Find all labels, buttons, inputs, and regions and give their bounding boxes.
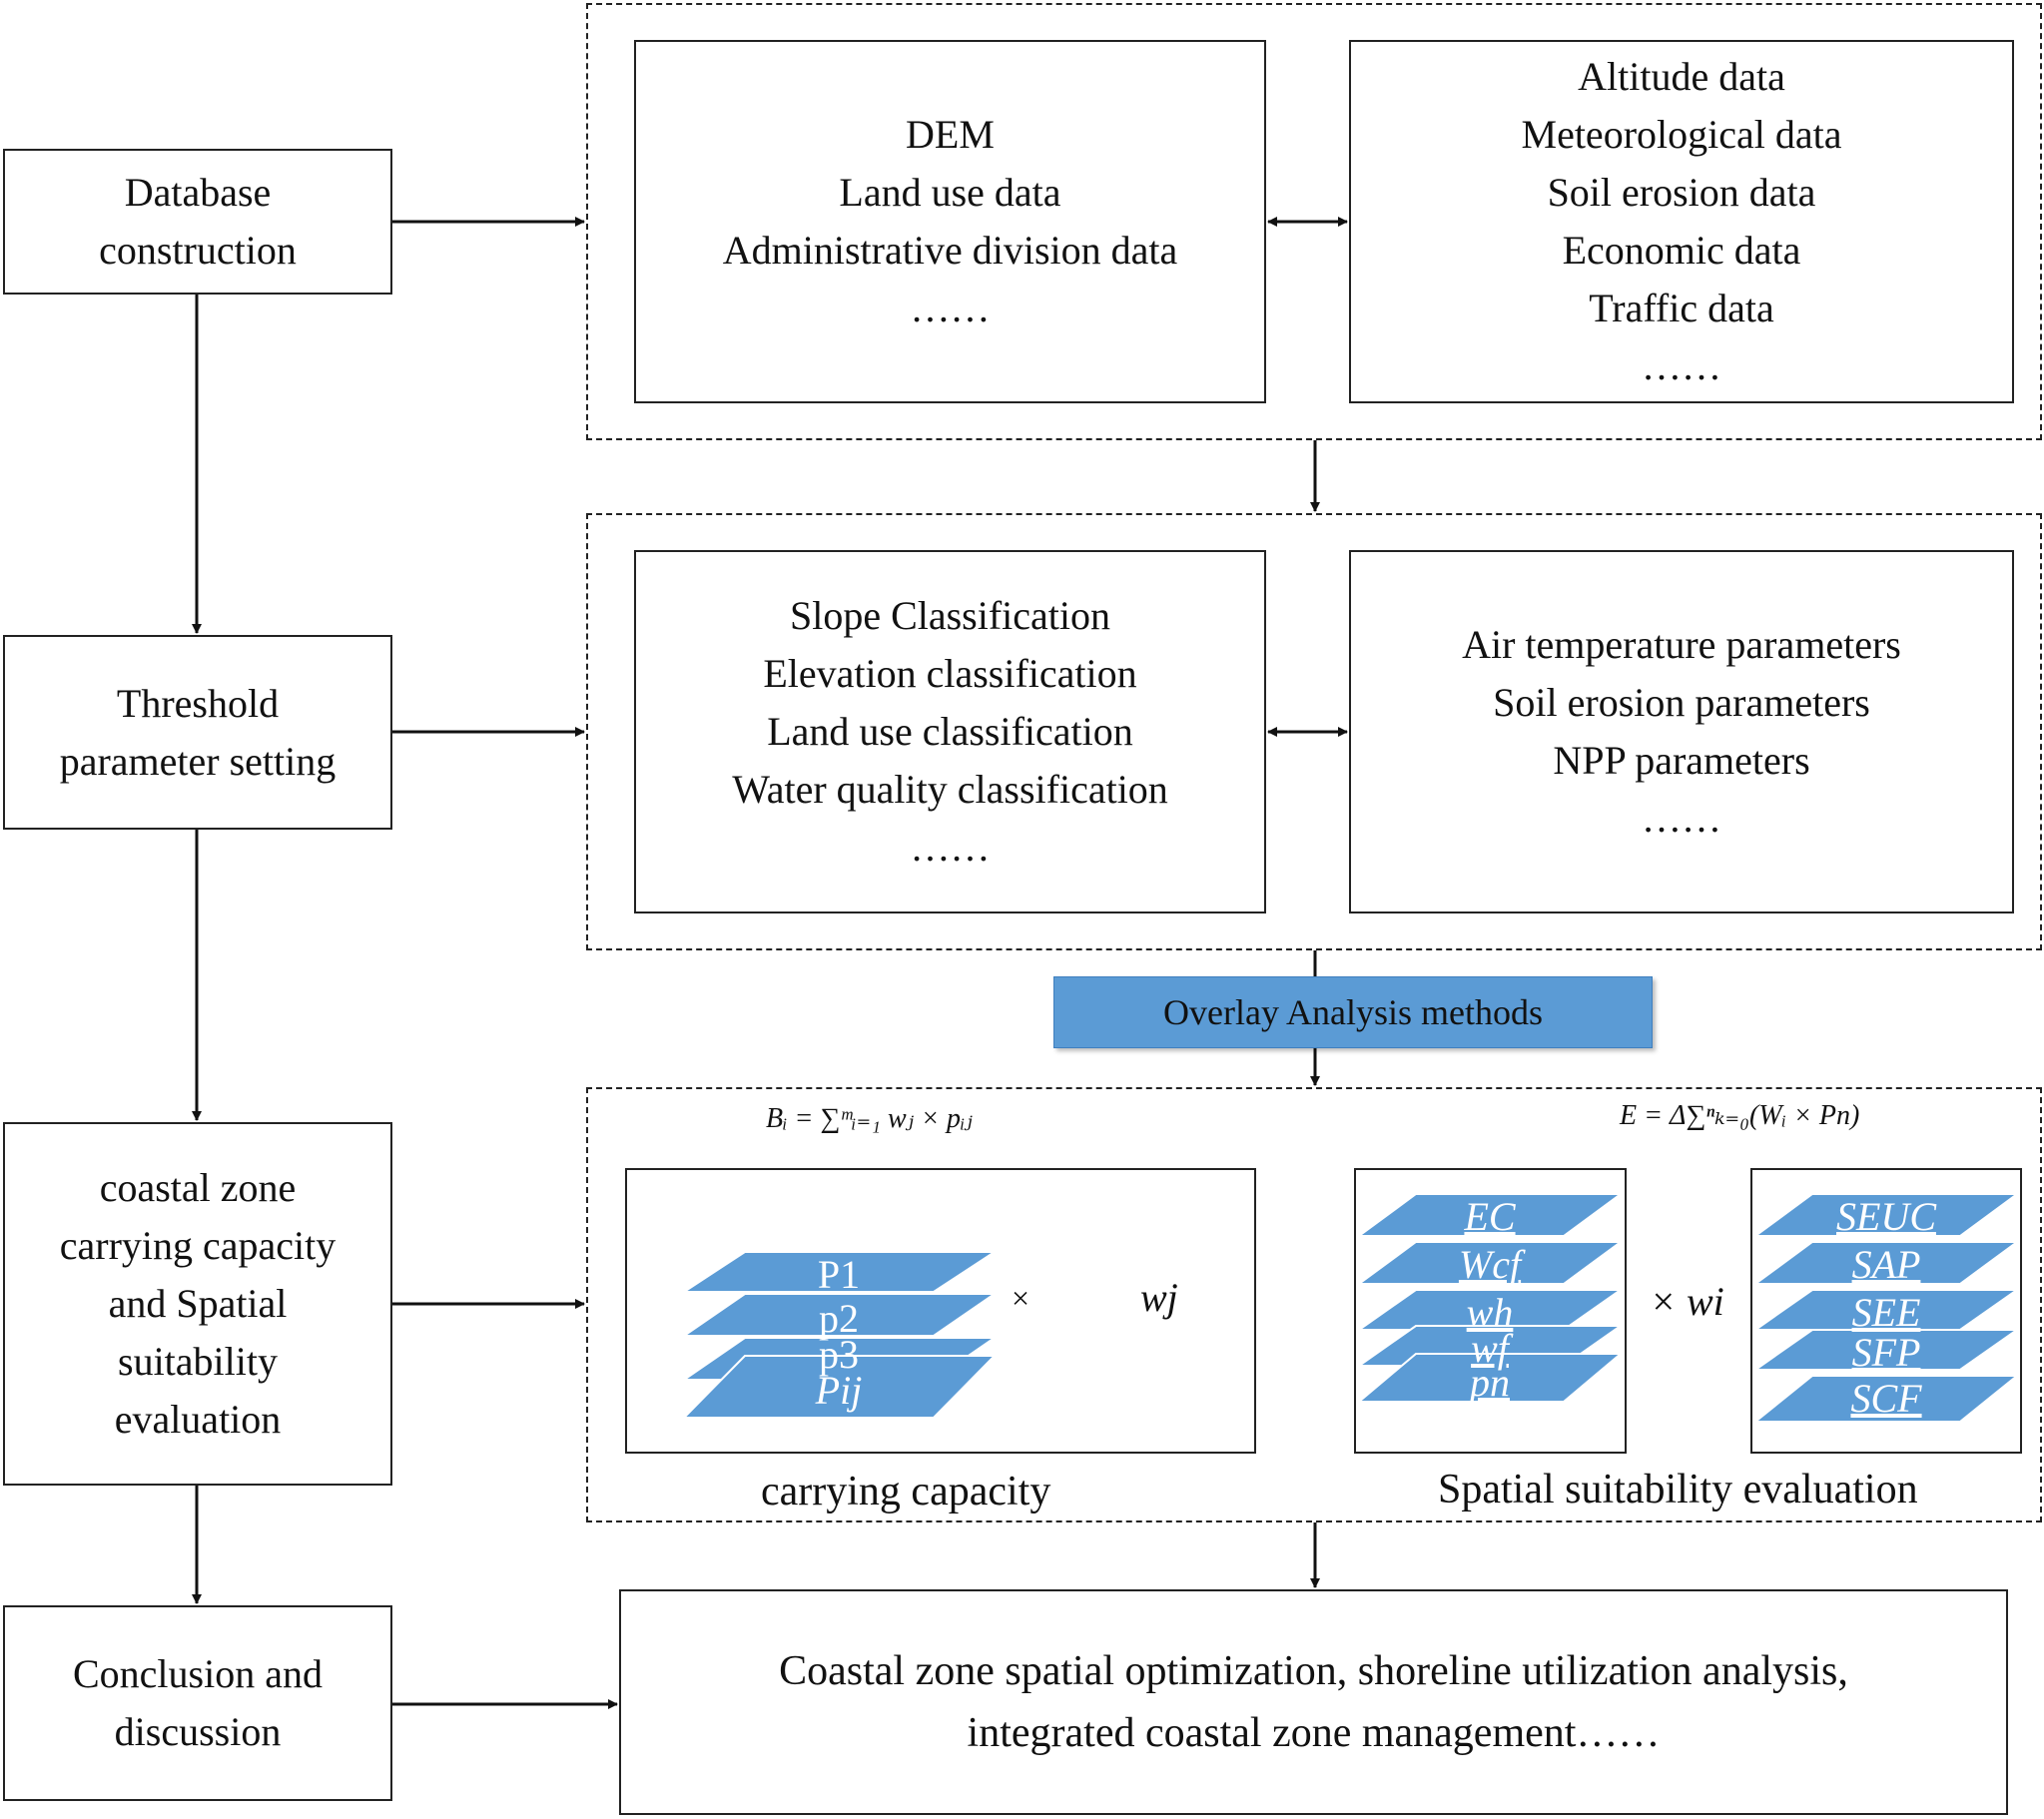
th-right-item-4: …… xyxy=(1642,796,1721,841)
conclusion-line-2: discussion xyxy=(114,1709,282,1754)
database-line-2: construction xyxy=(99,228,297,273)
database-panel xyxy=(586,3,2042,440)
suit-layer-label-5: pn xyxy=(1467,1360,1510,1405)
conclusion-panel: Coastal zone spatial optimization, shore… xyxy=(619,1589,2008,1815)
db-right-item-2: Meteorological data xyxy=(1521,112,1842,157)
capacity-layer-stack: P1 p2 p3 Pij xyxy=(680,1251,999,1419)
result-layer-stack: SEUC SAP SEE SFP SCF xyxy=(1752,1193,2020,1423)
capacity-layer-label-2: p2 xyxy=(819,1296,859,1341)
result-layer-label-3: SEE xyxy=(1852,1290,1921,1335)
threshold-right-box: Air temperature parameters Soil erosion … xyxy=(1349,550,2014,913)
conclusion-panel-line-1: Coastal zone spatial optimization, shore… xyxy=(779,1648,1848,1694)
threshold-panel xyxy=(586,513,2042,950)
result-layer-2 xyxy=(1752,1241,2020,1285)
capacity-layer-label-1: P1 xyxy=(818,1252,860,1297)
result-layer-4 xyxy=(1752,1329,2020,1371)
th-right-item-3: NPP parameters xyxy=(1553,738,1810,783)
result-layer-5 xyxy=(1752,1375,2020,1423)
evaluation-panel xyxy=(586,1087,2042,1522)
result-layer-label-5: SCF xyxy=(1850,1376,1922,1421)
capacity-weight: wj xyxy=(1140,1275,1178,1320)
threshold-line-1: Threshold xyxy=(116,680,280,726)
capacity-layer-label-3: p3 xyxy=(819,1332,859,1377)
capacity-times: × xyxy=(1012,1280,1030,1316)
capacity-layer-1 xyxy=(680,1251,999,1293)
capacity-layer-2 xyxy=(680,1293,999,1337)
threshold-parameter-box: Threshold parameter setting xyxy=(3,635,392,830)
threshold-line-2: parameter setting xyxy=(59,738,337,784)
db-right-item-3: Soil erosion data xyxy=(1547,170,1816,215)
db-right-item-1: Altitude data xyxy=(1578,54,1785,99)
suitability-weight: × wi xyxy=(1650,1279,1724,1324)
suit-layer-label-3: wh xyxy=(1467,1290,1514,1335)
th-left-item-1: Slope Classification xyxy=(789,593,1111,638)
th-left-item-2: Elevation classification xyxy=(763,651,1137,696)
database-line-1: Database xyxy=(124,170,272,215)
db-left-item-3: Administrative division data xyxy=(722,228,1178,273)
suit-layer-1 xyxy=(1356,1193,1625,1237)
caption-carrying-capacity: carrying capacity xyxy=(761,1469,1051,1515)
suit-layer-label-2: Wcf xyxy=(1459,1242,1526,1287)
db-left-item-1: DEM xyxy=(906,112,995,157)
evaluation-line-5: evaluation xyxy=(114,1397,282,1442)
capacity-layer-4 xyxy=(681,1355,998,1419)
evaluation-line-2: carrying capacity xyxy=(59,1223,337,1268)
evaluation-step-box: coastal zone carrying capacity and Spati… xyxy=(3,1122,392,1486)
evaluation-line-3: and Spatial xyxy=(108,1281,288,1326)
suit-layer-label-1: EC xyxy=(1463,1194,1516,1239)
database-left-box: DEM Land use data Administrative divisio… xyxy=(634,40,1266,403)
suit-layer-2 xyxy=(1356,1241,1625,1285)
evaluation-line-4: suitability xyxy=(118,1339,278,1384)
result-layer-label-1: SEUC xyxy=(1836,1194,1937,1239)
formula-suitability: E = Δ∑ⁿₖ₌₀(Wᵢ × Pn) xyxy=(1620,1100,1860,1131)
db-left-item-4: …… xyxy=(910,286,991,330)
evaluation-line-1: coastal zone xyxy=(99,1165,297,1210)
db-left-item-2: Land use data xyxy=(839,170,1061,215)
threshold-left-box: Slope Classification Elevation classific… xyxy=(634,550,1266,913)
database-right-box: Altitude data Meteorological data Soil e… xyxy=(1349,40,2014,403)
th-left-item-5: …… xyxy=(910,825,991,870)
db-right-item-5: Traffic data xyxy=(1589,286,1774,330)
th-right-item-2: Soil erosion parameters xyxy=(1493,680,1870,725)
conclusion-line-1: Conclusion and xyxy=(73,1651,323,1696)
suit-layer-label-4: wf xyxy=(1471,1326,1514,1371)
result-layer-label-2: SAP xyxy=(1852,1242,1921,1287)
overlay-analysis-label: Overlay Analysis methods xyxy=(1053,976,1653,1048)
database-construction-box: Database construction xyxy=(3,149,392,295)
th-left-item-3: Land use classification xyxy=(767,709,1133,754)
formula-carrying-capacity: Bᵢ = ∑ᵐᵢ₌₁ wⱼ × pᵢⱼ xyxy=(766,1103,973,1134)
caption-spatial-suitability: Spatial suitability evaluation xyxy=(1438,1467,1918,1513)
conclusion-panel-line-2: integrated coastal zone management…… xyxy=(967,1710,1661,1756)
conclusion-box: Conclusion and discussion xyxy=(3,1605,392,1801)
db-right-item-6: …… xyxy=(1642,343,1721,388)
suitability-layer-stack: EC Wcf wh wf pn xyxy=(1356,1193,1625,1405)
capacity-layers-box: P1 p2 p3 Pij × wj xyxy=(625,1168,1256,1454)
th-right-item-1: Air temperature parameters xyxy=(1462,622,1901,667)
suitability-layers-box: EC Wcf wh wf pn xyxy=(1354,1168,1627,1454)
result-layer-1 xyxy=(1752,1193,2020,1237)
result-layers-box: SEUC SAP SEE SFP SCF xyxy=(1750,1168,2022,1454)
result-layer-label-4: SFP xyxy=(1852,1330,1921,1375)
db-right-item-4: Economic data xyxy=(1562,228,1801,273)
suit-layer-5 xyxy=(1356,1353,1624,1403)
th-left-item-4: Water quality classification xyxy=(732,767,1168,812)
capacity-layer-label-4: Pij xyxy=(815,1368,863,1413)
